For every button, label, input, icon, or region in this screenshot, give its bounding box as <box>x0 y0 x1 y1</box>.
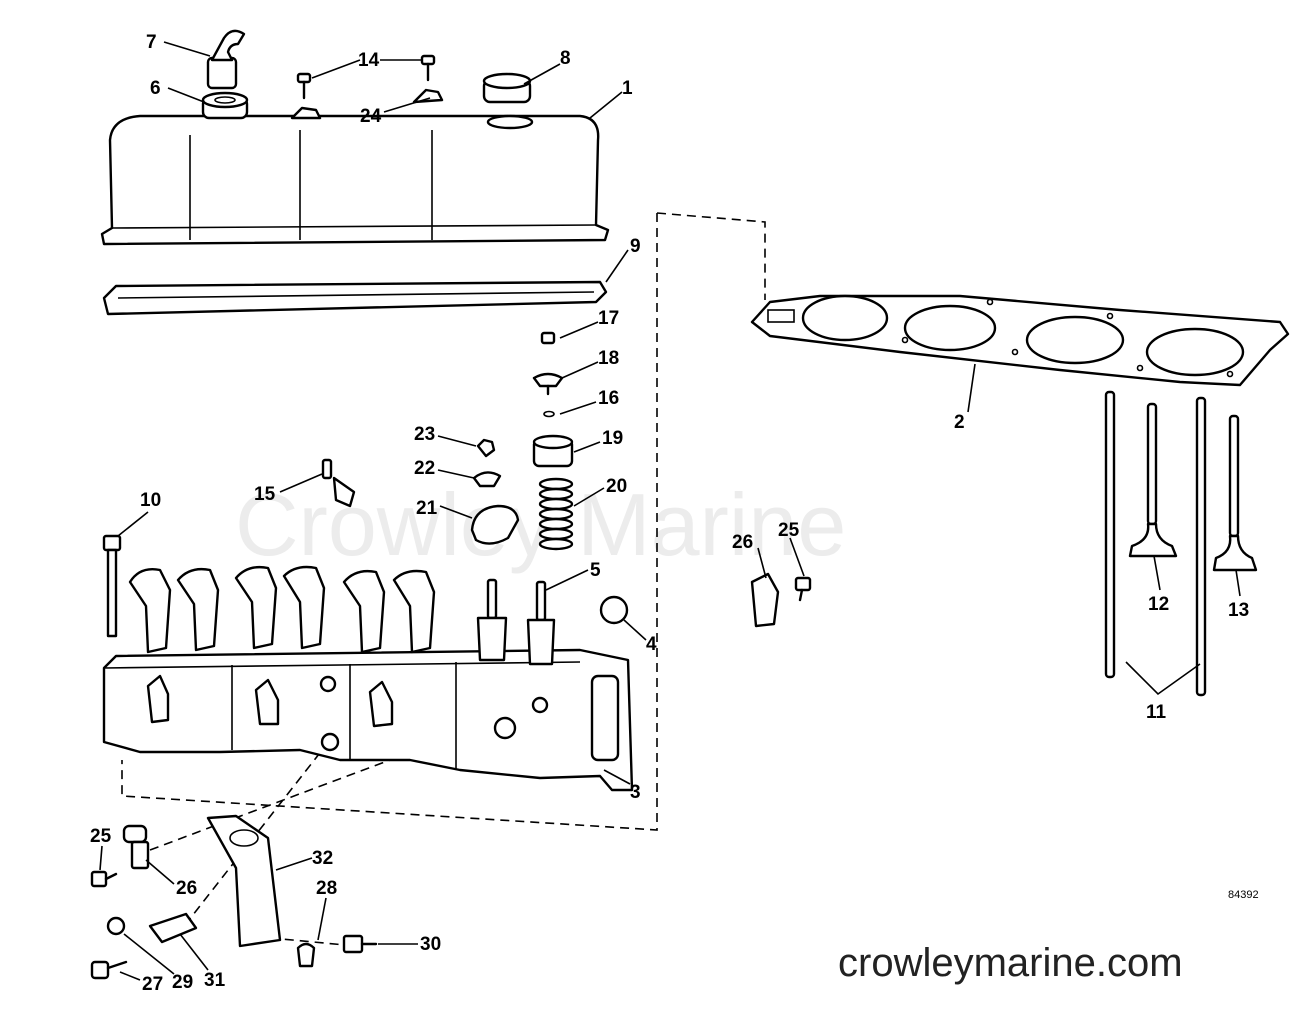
exhaust-valve <box>1212 414 1258 572</box>
leader-lines <box>99 41 1241 981</box>
rocker-cover-gasket <box>102 280 608 316</box>
callout-18: 18 <box>598 348 619 369</box>
callout-9: 9 <box>630 236 641 257</box>
pushrods <box>1104 390 1207 697</box>
valve-train-small-parts <box>470 331 574 551</box>
callout-21: 21 <box>416 498 438 519</box>
clip-31 <box>148 912 198 944</box>
screw-30 <box>342 934 364 954</box>
callout-26-upper: 26 <box>732 532 753 553</box>
clip-28 <box>296 942 316 968</box>
callout-11: 11 <box>1146 702 1167 723</box>
callout-5: 5 <box>590 560 601 581</box>
callout-22: 22 <box>414 458 435 479</box>
pcv-elbow <box>206 29 246 90</box>
callout-25-lower: 25 <box>90 826 112 847</box>
callout-29: 29 <box>172 972 193 993</box>
callout-32: 32 <box>312 848 333 869</box>
valve-spring <box>538 477 574 551</box>
rocker-ball <box>472 471 502 488</box>
clip-26 <box>122 824 148 844</box>
head-bolt <box>102 534 122 638</box>
rotator-cap <box>532 372 564 388</box>
callout-25-upper: 25 <box>778 520 800 541</box>
callout-8: 8 <box>560 48 571 69</box>
callout-23: 23 <box>414 424 435 445</box>
callout-6: 6 <box>150 78 161 99</box>
cover-retainers <box>290 88 444 120</box>
callout-4: 4 <box>646 634 657 655</box>
callout-28: 28 <box>316 878 337 899</box>
intake-valve <box>1128 402 1178 558</box>
ball <box>599 595 629 625</box>
screw-27 <box>90 960 110 980</box>
lower-bracket-parts <box>90 814 378 980</box>
o-ring-seal <box>543 410 555 418</box>
callout-31: 31 <box>204 970 226 991</box>
callout-27: 27 <box>142 974 163 995</box>
callout-19: 19 <box>602 428 623 449</box>
temperature-sender <box>321 458 356 508</box>
callout-24: 24 <box>360 106 382 127</box>
head-rocker-arms <box>128 565 436 654</box>
callout-30: 30 <box>420 934 441 955</box>
head-gasket <box>750 294 1290 387</box>
grommet <box>201 91 249 120</box>
oil-filler-cap <box>482 72 532 104</box>
rocker-cover <box>100 114 610 246</box>
callout-15: 15 <box>254 484 276 505</box>
callout-14: 14 <box>358 50 380 71</box>
callout-20: 20 <box>606 476 627 497</box>
figure-code: 84392 <box>1228 889 1259 901</box>
rocker-nut <box>476 438 496 458</box>
callout-26-lower: 26 <box>176 878 197 899</box>
site-url: crowleymarine.com <box>838 941 1183 985</box>
callout-12: 12 <box>1148 594 1169 615</box>
valve-lock <box>540 331 556 345</box>
cylinder-head <box>102 565 634 792</box>
bracket-32 <box>206 814 282 948</box>
screw-25 <box>90 870 108 888</box>
rocker-arm <box>470 504 520 545</box>
callout-2: 2 <box>954 412 965 433</box>
callout-16: 16 <box>598 388 619 409</box>
clip-and-screw-upper <box>750 572 812 628</box>
callout-1: 1 <box>622 78 633 99</box>
callout-7: 7 <box>146 32 157 53</box>
callout-labels: 7 6 14 24 8 1 9 17 18 16 19 20 23 22 21 … <box>90 32 1249 995</box>
callout-17: 17 <box>598 308 619 329</box>
washer-29 <box>106 916 126 936</box>
head-rocker-studs <box>476 578 556 666</box>
callout-13: 13 <box>1228 600 1249 621</box>
callout-10: 10 <box>140 490 161 511</box>
callout-3: 3 <box>630 782 641 803</box>
